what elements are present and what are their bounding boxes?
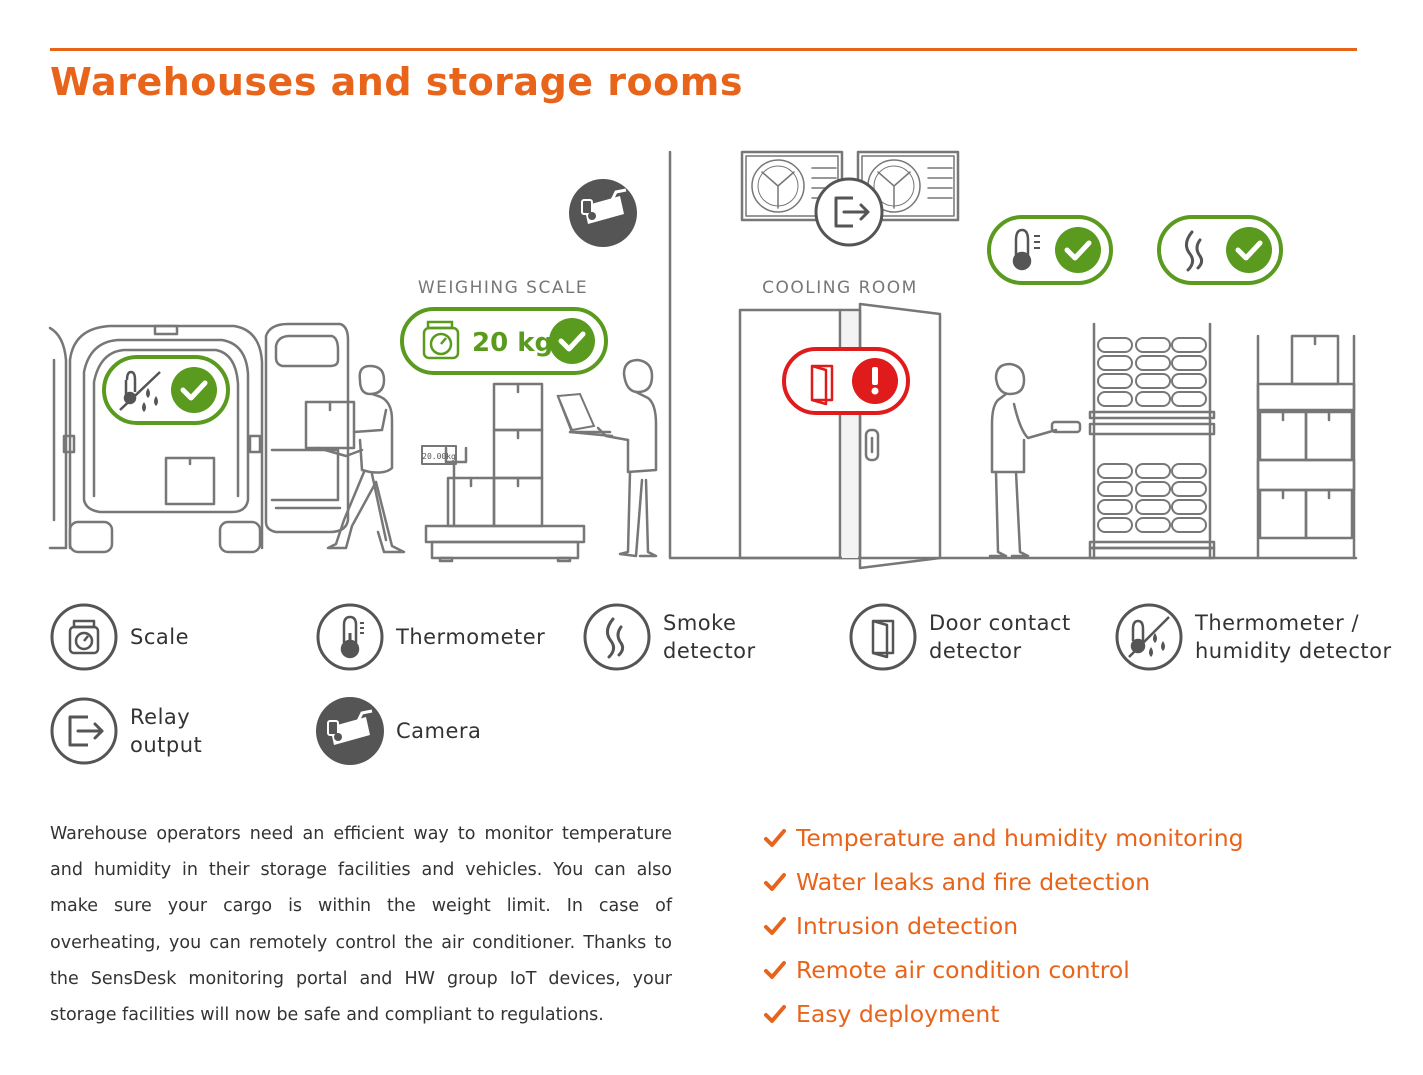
cooling-room-label: COOLING ROOM bbox=[762, 278, 918, 298]
door-contact-icon bbox=[849, 603, 917, 671]
legend-item-smoke: Smoke detector bbox=[583, 603, 756, 671]
van-humidity-status bbox=[102, 355, 230, 425]
door-alert-status bbox=[782, 347, 910, 415]
camera-badge bbox=[569, 179, 637, 247]
feature-item: Temperature and humidity monitoring bbox=[764, 816, 1244, 860]
check-icon bbox=[764, 829, 786, 847]
weight-status: 20 kg bbox=[400, 307, 608, 375]
check-icon bbox=[764, 873, 786, 891]
smoke-detector-icon bbox=[583, 603, 651, 671]
warehouse-illustration: 20.00kg WEIGHING SCALE COOLING ROOM bbox=[48, 150, 1358, 570]
worker-with-scanner bbox=[988, 362, 1082, 558]
feature-label: Intrusion detection bbox=[796, 912, 1019, 940]
legend-label-line: Smoke bbox=[663, 611, 737, 635]
legend-item-camera: Camera bbox=[316, 697, 481, 765]
relay-badge bbox=[814, 177, 884, 247]
feature-label: Easy deployment bbox=[796, 1000, 1000, 1028]
legend-label-line: Thermometer / bbox=[1195, 611, 1360, 635]
feature-item: Easy deployment bbox=[764, 992, 1244, 1036]
box-shelf bbox=[1256, 334, 1356, 560]
legend-label: Thermometer bbox=[396, 625, 546, 649]
legend-label: Camera bbox=[396, 719, 482, 743]
check-icon bbox=[764, 917, 786, 935]
weighing-scale-label: WEIGHING SCALE bbox=[418, 278, 588, 298]
check-icon bbox=[764, 961, 786, 979]
delivery-van bbox=[48, 322, 350, 554]
laptop bbox=[556, 392, 596, 432]
feature-list: Temperature and humidity monitoring Wate… bbox=[764, 816, 1244, 1036]
feature-label: Temperature and humidity monitoring bbox=[796, 824, 1244, 852]
check-icon bbox=[764, 1005, 786, 1023]
weight-value: 20 kg bbox=[472, 328, 553, 358]
worker-with-laptop bbox=[556, 358, 658, 558]
legend-label-line: Door contact bbox=[929, 611, 1071, 635]
pallet-rack bbox=[1088, 322, 1216, 560]
worker-carrying-box bbox=[304, 364, 406, 554]
legend-item-thermometer: Thermometer bbox=[316, 603, 545, 671]
legend-label-line: detector bbox=[929, 639, 1022, 663]
cooling-room-door bbox=[738, 302, 942, 570]
feature-item: Intrusion detection bbox=[764, 904, 1244, 948]
scale-display: 20.00kg bbox=[422, 452, 456, 461]
legend-label-line: detector bbox=[663, 639, 756, 663]
cooling-smoke-status bbox=[1157, 215, 1283, 285]
legend-item-door-contact: Door contact detector bbox=[849, 603, 1071, 671]
legend-label-line: output bbox=[130, 733, 203, 757]
relay-output-icon bbox=[50, 697, 118, 765]
feature-item: Water leaks and fire detection bbox=[764, 860, 1244, 904]
camera-icon bbox=[316, 697, 384, 765]
page-title: Warehouses and storage rooms bbox=[50, 60, 743, 104]
title-rule bbox=[50, 48, 1357, 51]
weighing-scale bbox=[421, 382, 586, 563]
legend-item-relay: Relay output bbox=[50, 697, 202, 765]
thermometer-icon bbox=[316, 603, 384, 671]
scale-icon bbox=[50, 603, 118, 671]
feature-label: Water leaks and fire detection bbox=[796, 868, 1151, 896]
legend-item-scale: Scale bbox=[50, 603, 189, 671]
legend-label: Scale bbox=[130, 625, 189, 649]
legend-item-thermo-humidity: Thermometer / humidity detector bbox=[1115, 603, 1392, 671]
feature-label: Remote air condition control bbox=[796, 956, 1130, 984]
cooling-temperature-status bbox=[987, 215, 1113, 285]
thermometer-humidity-icon bbox=[1115, 603, 1183, 671]
legend-label-line: humidity detector bbox=[1195, 639, 1392, 663]
description: Warehouse operators need an efficient wa… bbox=[50, 824, 672, 1026]
feature-item: Remote air condition control bbox=[764, 948, 1244, 992]
legend-label-line: Relay bbox=[130, 705, 191, 729]
